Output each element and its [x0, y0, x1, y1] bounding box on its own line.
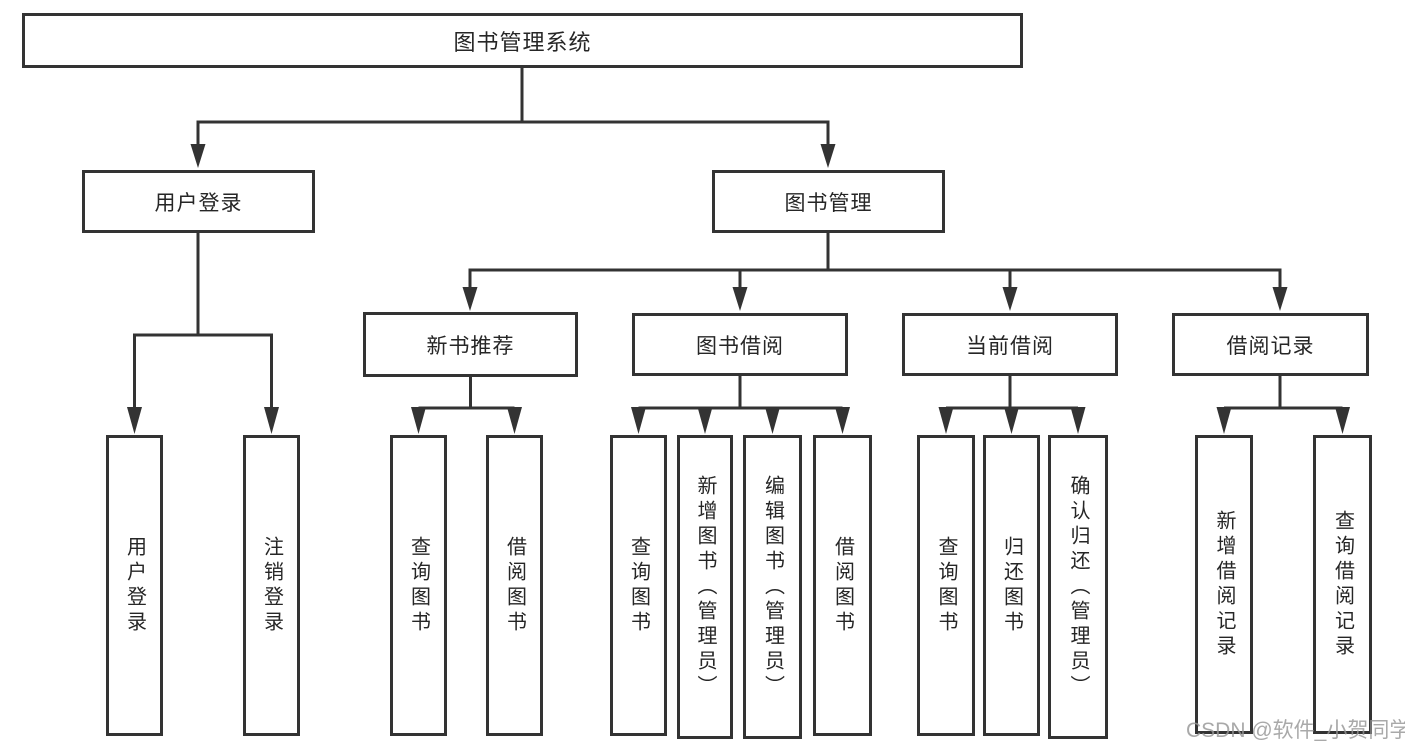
arrowhead-leaf [631, 407, 646, 434]
leaf-add-books-admin: 新增图书（管理员） [677, 435, 733, 739]
arrowhead-leaf-logout [264, 407, 279, 434]
leaf-label: 查询图书 [935, 535, 957, 636]
group-label: 新书推荐 [426, 334, 515, 358]
leaf-label: 用户登录 [123, 535, 146, 636]
arrowhead-book-mgmt [820, 144, 836, 168]
arrowhead-leaf-login [127, 407, 142, 434]
leaf-label: 归还图书 [1000, 535, 1023, 636]
node-branch-book-management: 图书管理 [712, 170, 945, 233]
group-label: 当前借阅 [966, 334, 1054, 358]
arrowhead-leaf [507, 407, 522, 434]
node-group-new-book-recommend: 新书推荐 [363, 312, 578, 377]
leaf-label: 新增图书（管理员） [694, 474, 716, 700]
leaf-borrow-books: 借阅图书 [813, 435, 872, 736]
arrowhead-leaf [1216, 407, 1232, 434]
leaf-label: 编辑图书（管理员） [761, 474, 784, 700]
arrowhead-leaf [1004, 407, 1019, 434]
leaf-label: 注销登录 [260, 535, 283, 636]
arrowhead-user-login [190, 144, 206, 168]
node-branch-user-login: 用户登录 [82, 170, 315, 233]
leaf-query-borrow-record: 查询借阅记录 [1313, 435, 1372, 734]
branch-label: 图书管理 [784, 191, 873, 215]
leaf-add-borrow-record: 新增借阅记录 [1195, 435, 1253, 734]
node-group-borrow-records: 借阅记录 [1172, 313, 1369, 376]
arrowhead-leaf [697, 407, 713, 434]
connector-user-login-rail [133, 333, 273, 408]
leaf-label: 确认归还（管理员） [1067, 474, 1089, 700]
connector-level2-rail [196, 120, 830, 145]
node-group-book-borrow: 图书借阅 [632, 313, 848, 376]
connector-groups-rail [468, 268, 1282, 288]
leaf-query-books-current: 查询图书 [917, 435, 975, 736]
node-root-label: 图书管理系统 [453, 29, 592, 55]
leaf-confirm-return-admin: 确认归还（管理员） [1048, 435, 1108, 739]
csdn-watermark: CSDN @软件_小贺同学 [1186, 719, 1405, 742]
node-root-system: 图书管理系统 [22, 13, 1023, 68]
leaf-query-books-borrow: 查询图书 [610, 435, 667, 736]
arrowhead-leaf [938, 407, 954, 434]
leaf-label: 查询借阅记录 [1331, 509, 1354, 660]
group-label: 借阅记录 [1226, 334, 1315, 358]
leaf-borrow-books-recommend: 借阅图书 [486, 435, 543, 736]
node-group-current-borrow: 当前借阅 [902, 313, 1118, 376]
arrowhead-group-current [1002, 287, 1018, 311]
arrowhead-group-newbook [462, 287, 478, 311]
arrowhead-leaf [411, 407, 426, 434]
arrowhead-leaf [835, 407, 850, 434]
leaf-user-login: 用户登录 [106, 435, 163, 736]
arrowhead-leaf [1335, 407, 1350, 434]
leaf-logout: 注销登录 [243, 435, 300, 736]
leaf-label: 借阅图书 [831, 535, 854, 636]
leaf-query-books-recommend: 查询图书 [390, 435, 447, 736]
arrowhead-leaf [765, 407, 780, 434]
leaf-edit-books-admin: 编辑图书（管理员） [743, 435, 802, 739]
arrowhead-leaf [1070, 407, 1086, 434]
leaf-label: 借阅图书 [503, 535, 526, 636]
leaf-return-books: 归还图书 [983, 435, 1040, 736]
group-label: 图书借阅 [696, 334, 784, 358]
leaf-label: 查询图书 [627, 535, 650, 636]
branch-label: 用户登录 [154, 191, 243, 215]
leaf-label: 查询图书 [407, 535, 430, 636]
leaf-label: 新增借阅记录 [1213, 509, 1235, 660]
arrowhead-group-records [1272, 287, 1288, 311]
arrowhead-group-borrow [732, 287, 748, 311]
